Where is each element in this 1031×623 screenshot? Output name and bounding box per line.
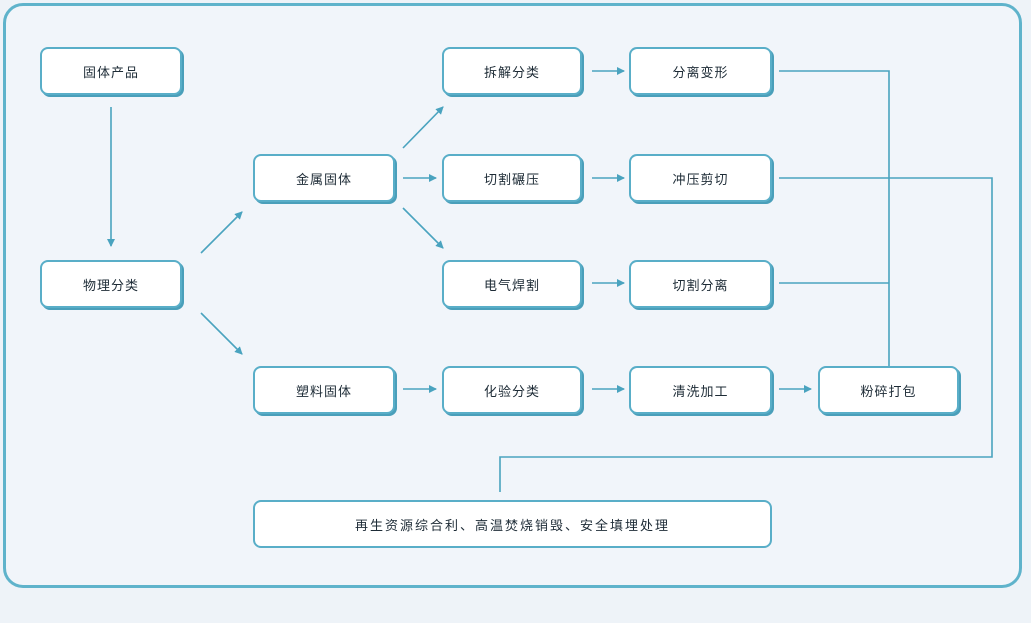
node-electric-weld-cut: 电气焊割 [442,260,582,308]
node-crush-pack: 粉碎打包 [818,366,959,414]
line-punch-to-final [499,177,993,492]
arrow-sort-to-plastic [200,312,243,355]
arrow-metal-to-weld [402,207,444,249]
node-cut-roll: 切割碾压 [442,154,582,202]
node-cut-separate: 切割分离 [629,260,772,308]
node-dismantle-sort: 拆解分类 [442,47,582,95]
node-solid-product: 固体产品 [40,47,182,95]
arrow-metal-to-dismantle [402,106,444,149]
node-punch-shear: 冲压剪切 [629,154,772,202]
node-physical-sort: 物理分类 [40,260,182,308]
node-final-disposal: 再生资源综合利、高温焚烧销毁、安全填埋处理 [253,500,772,548]
node-plastic-solid: 塑料固体 [253,366,395,414]
node-chemical-sort: 化验分类 [442,366,582,414]
node-metal-solid: 金属固体 [253,154,395,202]
line-separate-to-crush [779,70,890,366]
node-wash-process: 清洗加工 [629,366,772,414]
node-separate-deform: 分离变形 [629,47,772,95]
arrow-sort-to-metal [200,211,243,254]
